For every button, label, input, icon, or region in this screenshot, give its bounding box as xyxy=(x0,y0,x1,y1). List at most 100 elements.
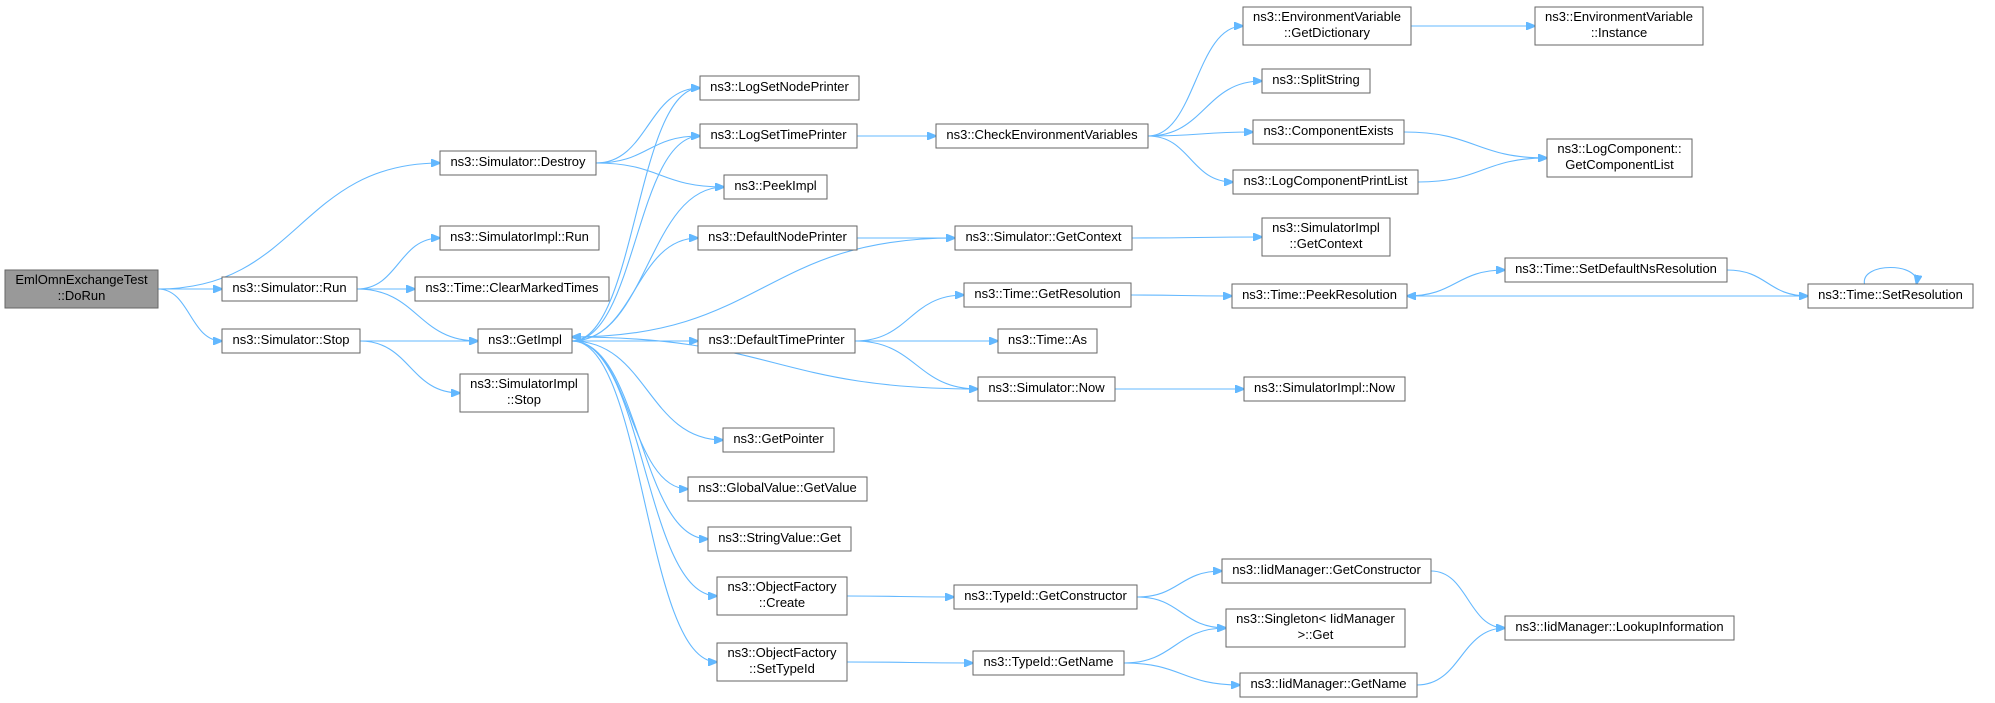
edge-deftimeprinter-to-timegetres xyxy=(854,295,964,342)
graph-node-splitstring[interactable]: ns3::SplitString xyxy=(1261,68,1371,94)
node-box xyxy=(972,650,1125,676)
node-label: ns3::SimulatorImpl xyxy=(1272,220,1380,235)
edge-stop-to-simimplstop xyxy=(359,340,460,393)
graph-node-run[interactable]: ns3::Simulator::Run xyxy=(221,276,358,302)
graph-node-globalgetvalue[interactable]: ns3::GlobalValue::GetValue xyxy=(687,476,868,502)
node-label: ns3::ObjectFactory xyxy=(727,645,837,660)
graph-node-simimplrun[interactable]: ns3::SimulatorImpl::Run xyxy=(439,225,600,251)
edge-destroy-to-logsetnodeprinter xyxy=(595,88,700,164)
graph-node-emlomn[interactable]: EmlOmnExchangeTest::DoRun xyxy=(4,269,159,309)
graph-node-singletonget[interactable]: ns3::Singleton< IidManager>::Get xyxy=(1225,608,1406,648)
graph-node-setdefaultns[interactable]: ns3::Time::SetDefaultNsResolution xyxy=(1504,257,1728,283)
node-box xyxy=(997,328,1098,354)
graph-node-simnow[interactable]: ns3::Simulator::Now xyxy=(977,376,1116,402)
graph-node-setres[interactable]: ns3::Time::SetResolution xyxy=(1807,283,1974,309)
graph-node-compexists[interactable]: ns3::ComponentExists xyxy=(1252,119,1405,145)
node-box xyxy=(221,276,358,302)
node-label: >::Get xyxy=(1298,627,1334,642)
node-label: ns3::PeekImpl xyxy=(734,178,816,193)
edge-run-to-getimpl xyxy=(356,288,478,341)
edge-getimpl-to-ofcreate xyxy=(571,340,717,596)
graph-node-ofsettypeid[interactable]: ns3::ObjectFactory::SetTypeId xyxy=(716,642,848,682)
node-box xyxy=(439,225,600,251)
node-label: ns3::LogComponentPrintList xyxy=(1243,173,1407,188)
graph-node-timegetres[interactable]: ns3::Time::GetResolution xyxy=(963,282,1132,308)
graph-node-envgetdict[interactable]: ns3::EnvironmentVariable::GetDictionary xyxy=(1242,6,1412,46)
edge-iidgetctor-to-iidlookup xyxy=(1430,570,1505,628)
node-label: ns3::GetImpl xyxy=(488,332,562,347)
node-box xyxy=(699,75,860,101)
node-label: ns3::IidManager::LookupInformation xyxy=(1515,619,1723,634)
graph-node-logsettimeprinter[interactable]: ns3::LogSetTimePrinter xyxy=(699,123,858,149)
node-label: ns3::SimulatorImpl xyxy=(470,376,578,391)
graph-node-simimplgetcontext[interactable]: ns3::SimulatorImpl::GetContext xyxy=(1261,217,1391,257)
node-label: ::Stop xyxy=(507,392,541,407)
node-box xyxy=(439,150,597,176)
graph-node-logcompprint[interactable]: ns3::LogComponentPrintList xyxy=(1232,169,1419,195)
graph-node-typeidgetctor[interactable]: ns3::TypeId::GetConstructor xyxy=(953,584,1138,610)
graph-node-iidgetname[interactable]: ns3::IidManager::GetName xyxy=(1239,672,1418,698)
graph-node-peekimpl[interactable]: ns3::PeekImpl xyxy=(723,174,828,200)
graph-node-simgetcontext[interactable]: ns3::Simulator::GetContext xyxy=(954,225,1133,251)
graph-node-iidgetctor[interactable]: ns3::IidManager::GetConstructor xyxy=(1221,558,1432,584)
node-label: ns3::Time::GetResolution xyxy=(974,286,1120,301)
edge-setdefaultns-to-setres xyxy=(1726,269,1808,296)
edge-setres-to-setres xyxy=(1863,267,1916,285)
node-box xyxy=(935,123,1149,149)
node-label: ::DoRun xyxy=(58,288,106,303)
node-label: GetComponentList xyxy=(1565,157,1674,172)
node-label: ns3::Time::PeekResolution xyxy=(1242,287,1397,302)
node-label: ns3::SplitString xyxy=(1272,72,1359,87)
graph-node-getimpl[interactable]: ns3::GetImpl xyxy=(477,328,573,354)
graph-node-envinstance[interactable]: ns3::EnvironmentVariable::Instance xyxy=(1534,6,1704,46)
node-label: ns3::Simulator::Now xyxy=(988,380,1105,395)
node-box xyxy=(414,276,610,302)
nodes-layer: EmlOmnExchangeTest::DoRunns3::Simulator:… xyxy=(4,6,1974,698)
edge-typeidgetctor-to-iidgetctor xyxy=(1136,571,1222,598)
node-label: ns3::GetPointer xyxy=(733,431,824,446)
graph-node-timepeekres[interactable]: ns3::Time::PeekResolution xyxy=(1231,283,1408,309)
node-label: ns3::SimulatorImpl::Run xyxy=(450,229,589,244)
edge-typeidgetname-to-iidgetname xyxy=(1123,662,1240,685)
node-box xyxy=(1534,6,1704,46)
edge-timepeekres-to-setdefaultns xyxy=(1406,270,1505,297)
edge-run-to-simimplrun xyxy=(356,238,440,290)
edge-getimpl-to-peekimpl xyxy=(571,187,724,342)
edge-compexists-to-getcomplist xyxy=(1403,131,1547,158)
node-box xyxy=(723,174,828,200)
edge-emlomn-to-stop xyxy=(157,288,222,341)
graph-node-stringget[interactable]: ns3::StringValue::Get xyxy=(707,526,852,552)
graph-node-deftimeprinter[interactable]: ns3::DefaultTimePrinter xyxy=(697,328,856,354)
node-label: ns3::ObjectFactory xyxy=(727,579,837,594)
node-label: ns3::Simulator::GetContext xyxy=(965,229,1121,244)
graph-node-iidlookup[interactable]: ns3::IidManager::LookupInformation xyxy=(1504,615,1735,641)
edge-checkenv-to-splitstring xyxy=(1147,81,1262,137)
graph-node-destroy[interactable]: ns3::Simulator::Destroy xyxy=(439,150,597,176)
node-label: ns3::Time::As xyxy=(1008,332,1087,347)
graph-node-simimplstop[interactable]: ns3::SimulatorImpl::Stop xyxy=(459,373,589,413)
graph-node-defnodeprinter[interactable]: ns3::DefaultNodePrinter xyxy=(697,225,858,251)
edges-layer xyxy=(157,26,1917,685)
node-label: ns3::EnvironmentVariable xyxy=(1545,9,1693,24)
node-label: ns3::Singleton< IidManager xyxy=(1236,611,1395,626)
node-box xyxy=(1243,376,1406,402)
node-label: ns3::CheckEnvironmentVariables xyxy=(946,127,1138,142)
node-box xyxy=(4,269,159,309)
node-label: ns3::IidManager::GetName xyxy=(1250,676,1406,691)
node-label: ns3::LogComponent:: xyxy=(1557,141,1681,156)
edge-getimpl-to-logsetnodeprinter xyxy=(571,88,700,342)
graph-node-simimplnow[interactable]: ns3::SimulatorImpl::Now xyxy=(1243,376,1406,402)
graph-node-ofcreate[interactable]: ns3::ObjectFactory::Create xyxy=(716,576,848,616)
graph-node-clearmarked[interactable]: ns3::Time::ClearMarkedTimes xyxy=(414,276,610,302)
node-label: ns3::IidManager::GetConstructor xyxy=(1232,562,1421,577)
graph-node-timeas[interactable]: ns3::Time::As xyxy=(997,328,1098,354)
graph-node-checkenv[interactable]: ns3::CheckEnvironmentVariables xyxy=(935,123,1149,149)
graph-node-logsetnodeprinter[interactable]: ns3::LogSetNodePrinter xyxy=(699,75,860,101)
graph-node-getcomplist[interactable]: ns3::LogComponent::GetComponentList xyxy=(1546,138,1693,178)
edge-getimpl-to-globalgetvalue xyxy=(571,340,688,489)
node-box xyxy=(977,376,1116,402)
graph-node-typeidgetname[interactable]: ns3::TypeId::GetName xyxy=(972,650,1125,676)
graph-node-getpointer[interactable]: ns3::GetPointer xyxy=(722,427,835,453)
node-label: ns3::Time::ClearMarkedTimes xyxy=(425,280,599,295)
graph-node-stop[interactable]: ns3::Simulator::Stop xyxy=(221,328,361,354)
